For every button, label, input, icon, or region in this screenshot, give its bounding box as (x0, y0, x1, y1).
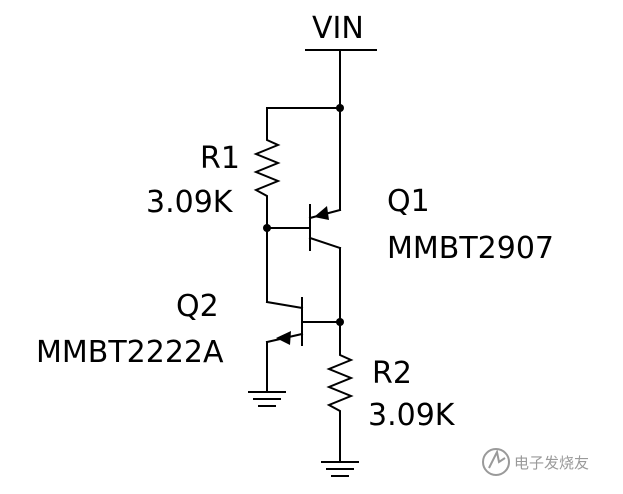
watermark-logo: 电子发烧友 (482, 448, 589, 476)
q1-part-label: MMBT2907 (387, 231, 554, 266)
top-rail-wire (266, 104, 344, 112)
r1-ref-label: R1 (200, 141, 240, 176)
r1-resistor (253, 107, 281, 229)
q2-ref-label: Q2 (176, 289, 219, 324)
q1-emitter-arrow (314, 206, 329, 220)
q2-emitter-arrow (276, 331, 291, 345)
watermark-text: 电子发烧友 (514, 454, 589, 472)
vin-supply-symbol (305, 49, 377, 109)
q1-ref-label: Q1 (387, 184, 430, 219)
q2-ground-symbol (248, 391, 286, 407)
q1-pnp-transistor (308, 107, 342, 323)
q2-part-label: MMBT2222A (36, 335, 224, 370)
watermark-logo-icon (482, 448, 510, 476)
r2-value-label: 3.09K (368, 398, 456, 433)
r2-ref-label: R2 (372, 356, 412, 391)
q1-base-node-wire (263, 224, 311, 310)
r1-value-label: 3.09K (146, 185, 234, 220)
r2-resistor (326, 321, 354, 463)
r2-ground-symbol (321, 461, 359, 477)
q2-npn-transistor (265, 297, 344, 393)
vin-label: VIN (312, 11, 364, 46)
